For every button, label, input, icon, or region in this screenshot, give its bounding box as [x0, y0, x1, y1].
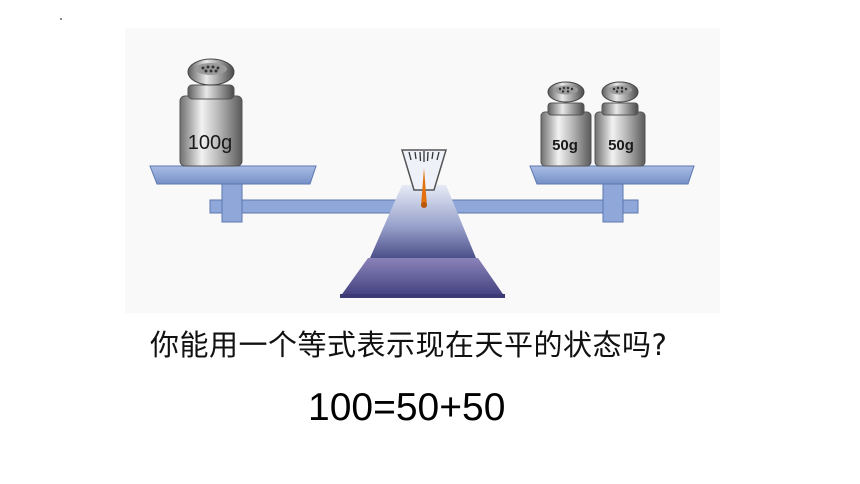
left-pan: [149, 165, 317, 223]
equation-text: 100=50+50: [308, 386, 506, 429]
needle-icon: [421, 168, 427, 206]
weight-50g-icon: [540, 81, 592, 167]
weight-100g-label: 100g: [187, 132, 233, 154]
question-text: 你能用一个等式表示现在天平的状态吗?: [150, 328, 668, 362]
weight-100g-icon: [179, 58, 243, 167]
weight-50g-label: 50g: [552, 137, 578, 154]
weight-50g-label: 50g: [608, 137, 634, 154]
scale-base: [340, 185, 505, 298]
weight-50g-icon: [594, 81, 646, 167]
stray-dot: [60, 18, 62, 20]
right-pan: [529, 165, 695, 223]
dial-gauge: [400, 149, 448, 208]
